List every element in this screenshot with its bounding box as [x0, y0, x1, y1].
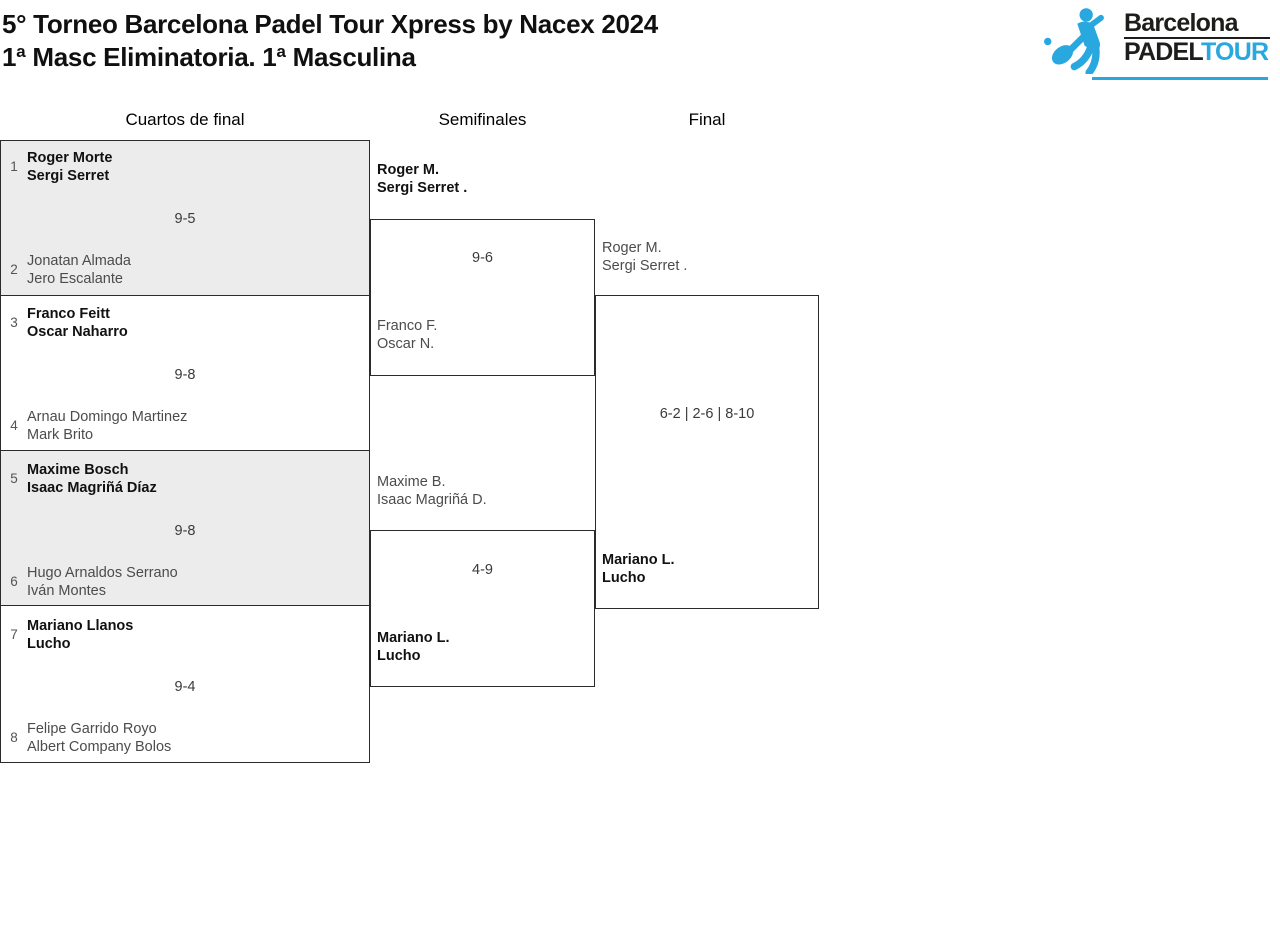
team-entry: Maxime Bosch Isaac Magriñá Díaz	[27, 461, 357, 497]
player-name: Jonatan Almada	[27, 253, 131, 269]
team-entry: Mariano L. Lucho	[377, 629, 592, 665]
seed-number: 8	[10, 730, 18, 745]
round-header-final: Final	[688, 110, 726, 129]
team-entry: Franco Feitt Oscar Naharro	[27, 305, 357, 341]
player-name: Franco Feitt	[27, 306, 110, 322]
seed-number: 4	[10, 418, 18, 433]
logo-word-barcelona: Barcelona	[1124, 10, 1270, 39]
seed-number: 3	[10, 315, 18, 330]
player-name: Lucho	[602, 570, 646, 586]
padel-player-icon	[1044, 8, 1104, 74]
match-score: 6-2 | 2-6 | 8-10	[659, 406, 755, 422]
match-box-quarterfinal-1	[0, 140, 370, 296]
team-entry: Roger M. Sergi Serret .	[602, 239, 817, 275]
team-entry: Maxime B. Isaac Magriñá D.	[377, 473, 592, 509]
player-name: Mariano L.	[602, 552, 675, 568]
team-entry: Hugo Arnaldos Serrano Iván Montes	[27, 564, 357, 600]
match-score: 9-8	[174, 367, 196, 383]
match-box-quarterfinal-2	[0, 295, 370, 451]
match-score: 9-4	[174, 679, 196, 695]
team-entry: Roger M. Sergi Serret .	[377, 161, 592, 197]
match-box-quarterfinal-4	[0, 605, 370, 763]
player-name: Lucho	[377, 648, 421, 664]
player-name: Roger Morte	[27, 150, 113, 166]
player-name: Roger M.	[377, 162, 440, 178]
player-name: Oscar N.	[377, 336, 435, 352]
logo-underline	[1092, 77, 1268, 80]
player-name: Arnau Domingo Martinez	[27, 409, 188, 425]
player-name: Felipe Garrido Royo	[27, 721, 157, 737]
player-name: Isaac Magriñá Díaz	[27, 480, 157, 496]
logo-wordmark: Barcelona PADELTOUR	[1124, 10, 1270, 66]
seed-number: 1	[10, 159, 18, 174]
player-name: Mariano L.	[377, 630, 450, 646]
player-name: Sergi Serret	[27, 168, 110, 184]
logo-word-padeltour: PADELTOUR	[1124, 39, 1270, 66]
seed-number: 6	[10, 574, 18, 589]
page-subtitle: 1ª Masc Eliminatoria. 1ª Masculina	[2, 42, 416, 72]
player-name: Franco F.	[377, 318, 438, 334]
match-score: 9-6	[472, 250, 493, 266]
round-header-quarterfinals: Cuartos de final	[125, 110, 245, 129]
player-name: Jero Escalante	[27, 271, 123, 287]
player-name: Hugo Arnaldos Serrano	[27, 565, 178, 581]
player-name: Maxime Bosch	[27, 462, 129, 478]
team-entry: Jonatan Almada Jero Escalante	[27, 252, 357, 288]
round-header-semifinals: Semifinales	[438, 110, 527, 129]
player-name: Albert Company Bolos	[27, 739, 172, 755]
seed-number: 5	[10, 471, 18, 486]
player-name: Mariano Llanos	[27, 618, 134, 634]
player-name: Maxime B.	[377, 474, 446, 490]
player-name: Sergi Serret .	[377, 180, 468, 196]
match-box-semifinal-2	[370, 530, 595, 687]
player-name: Sergi Serret .	[602, 258, 688, 274]
seed-number: 2	[10, 262, 18, 277]
player-name: Roger M.	[602, 240, 662, 256]
team-entry: Franco F. Oscar N.	[377, 317, 592, 353]
player-name: Isaac Magriñá D.	[377, 492, 487, 508]
player-name: Oscar Naharro	[27, 324, 128, 340]
team-entry: Felipe Garrido Royo Albert Company Bolos	[27, 720, 357, 756]
match-box-quarterfinal-3	[0, 450, 370, 606]
team-entry: Roger Morte Sergi Serret	[27, 149, 357, 185]
page-title: 5° Torneo Barcelona Padel Tour Xpress by…	[2, 9, 658, 39]
match-score: 9-5	[174, 211, 196, 227]
player-name: Iván Montes	[27, 583, 106, 599]
match-box-final	[595, 295, 819, 609]
match-score: 4-9	[472, 562, 493, 578]
logo-word-tour: TOUR	[1201, 38, 1269, 66]
seed-number: 7	[10, 627, 18, 642]
player-name: Mark Brito	[27, 427, 94, 443]
logo-word-padel: PADEL	[1124, 38, 1202, 66]
match-box-semifinal-1	[370, 219, 595, 376]
barcelona-padel-tour-logo: Barcelona PADELTOUR	[1040, 6, 1270, 80]
team-entry: Mariano L. Lucho	[602, 551, 817, 587]
match-score: 9-8	[174, 523, 196, 539]
player-name: Lucho	[27, 636, 71, 652]
team-entry: Mariano Llanos Lucho	[27, 617, 357, 653]
team-entry: Arnau Domingo Martinez Mark Brito	[27, 408, 357, 444]
